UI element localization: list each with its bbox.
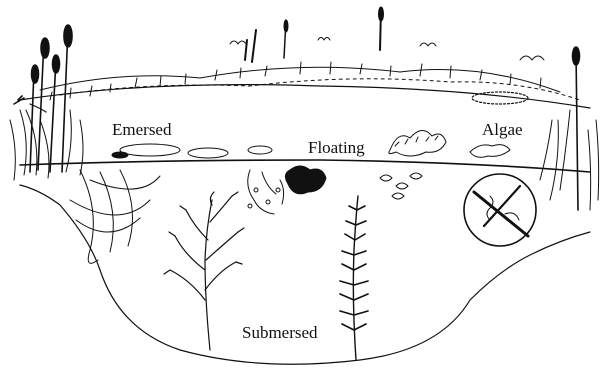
- cattails-left: [10, 25, 83, 180]
- submersed-label: Submersed: [240, 324, 320, 341]
- lily-pads: [112, 144, 272, 158]
- floating-label: Floating: [306, 139, 367, 156]
- submerged-roots: [70, 170, 160, 263]
- algae-label: Algae: [480, 121, 525, 138]
- submersed-branching-plant: [164, 192, 244, 350]
- emersed-label: Emersed: [110, 121, 173, 138]
- floating-duckweed: [248, 166, 326, 214]
- submersed-milfoil-plant: [340, 196, 368, 360]
- cattails-right: [540, 47, 599, 210]
- algae-magnified-circle: [464, 174, 536, 246]
